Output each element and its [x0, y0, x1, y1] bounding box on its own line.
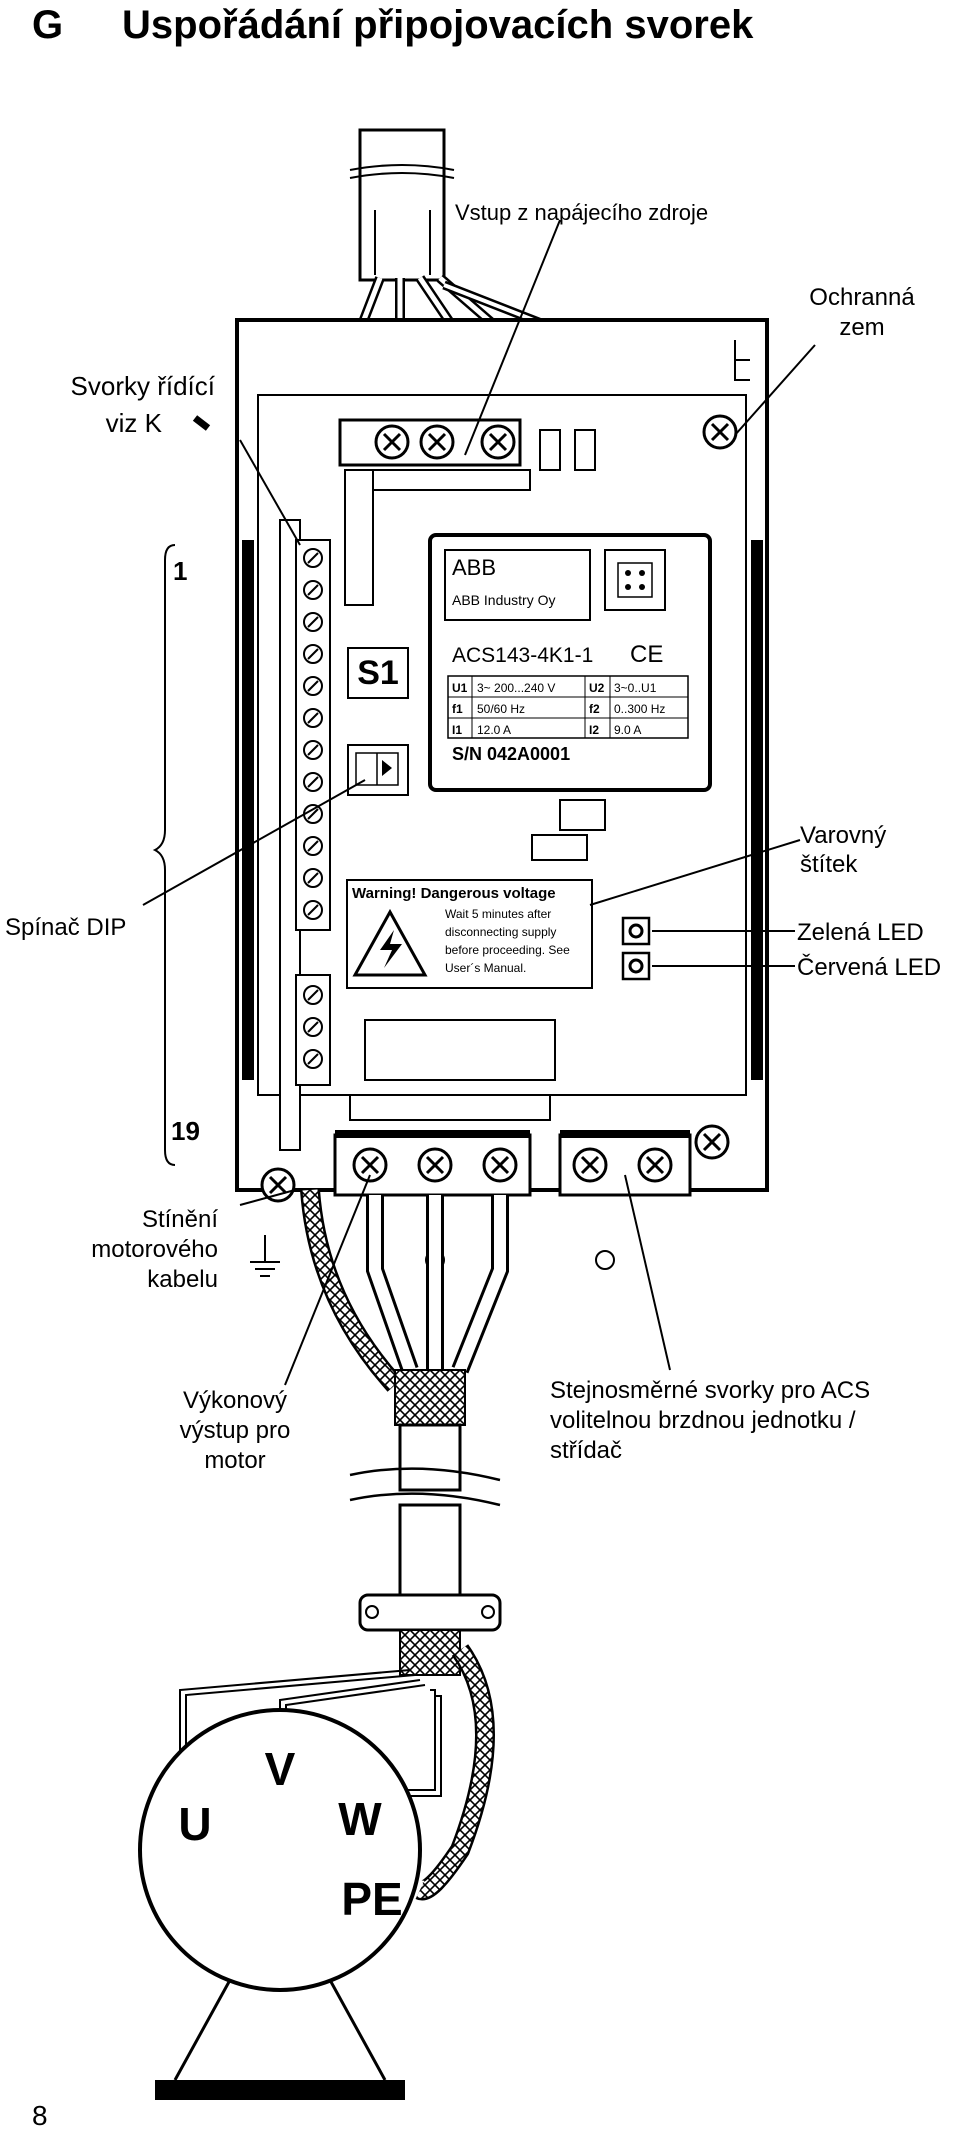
dip-switch-label: Spínač DIP	[5, 914, 126, 941]
motor-shield-label: Stínění	[142, 1206, 218, 1233]
svg-text:f2: f2	[589, 702, 600, 716]
svg-text:9.0 A: 9.0 A	[614, 723, 641, 737]
svg-text:U2: U2	[589, 681, 605, 695]
svg-text:f1: f1	[452, 702, 463, 716]
svg-text:I1: I1	[452, 723, 462, 737]
section-letter: G	[32, 3, 63, 47]
earth-screw-bottom-left	[260, 1167, 296, 1203]
svg-text:50/60 Hz: 50/60 Hz	[477, 702, 525, 716]
supply-terminal-block	[338, 418, 596, 491]
protective-earth-label: zem	[839, 314, 884, 341]
warning-plate: Warning! Dangerous voltage Wait 5 minute…	[346, 879, 593, 989]
supply-input-label: Vstup z napájecího zdroje	[455, 200, 708, 225]
rating-row: U1 3~ 200...240 V U2 3~0..U1	[452, 681, 657, 695]
svg-text:I2: I2	[589, 723, 599, 737]
svg-text:3~ 200...240 V: 3~ 200...240 V	[477, 681, 555, 695]
ce-mark: CE	[630, 641, 663, 668]
model-number: ACS143-4K1-1	[452, 644, 593, 667]
terminal-first-number: 1	[173, 556, 187, 586]
warning-text-line: Wait 5 minutes after	[445, 907, 551, 921]
motor-terminal-block	[333, 1130, 532, 1197]
dip-switch-s1: S1	[347, 647, 409, 796]
dc-terminals-label: Stejnosměrné svorky pro ACS	[550, 1377, 870, 1404]
earth-screw-top	[702, 414, 738, 450]
motor-terminal-w: W	[338, 1793, 382, 1845]
control-terminals-label: viz K	[106, 408, 163, 438]
serial-number: S/N 042A0001	[452, 744, 570, 764]
motor-terminal-v: V	[265, 1743, 296, 1795]
power-output-label: motor	[204, 1447, 265, 1474]
motor-shield-label: motorového	[91, 1236, 218, 1263]
warning-text-line: User´s Manual.	[445, 961, 526, 975]
rating-plate: ABB ABB Industry Oy ACS143-4K1-1 CE U1 3…	[428, 533, 712, 792]
company-name: ABB Industry Oy	[452, 592, 555, 608]
dc-terminals-label: volitelnou brzdnou jednotku /	[550, 1407, 856, 1434]
power-output-label: výstup pro	[180, 1417, 291, 1444]
warning-text-line: disconnecting supply	[445, 925, 556, 939]
earth-screw-bottom-right	[694, 1124, 730, 1160]
page-number: 8	[32, 2100, 48, 2131]
brand-name: ABB	[452, 555, 496, 580]
motor-terminal-u: U	[178, 1798, 211, 1850]
warning-label-callout: štítek	[800, 851, 858, 878]
page-title: Uspořádání připojovacích svorek	[122, 3, 754, 47]
terminal-last-number: 19	[171, 1116, 200, 1146]
callout-leader-lines	[142, 219, 816, 1386]
dc-terminals-label: střídač	[550, 1437, 622, 1464]
green-led-indicator	[621, 916, 651, 946]
warning-title: Warning! Dangerous voltage	[352, 885, 556, 902]
warning-label-callout: Varovný	[800, 822, 886, 849]
display-window	[364, 1019, 556, 1081]
svg-text:12.0 A: 12.0 A	[477, 723, 511, 737]
relay-component	[344, 469, 374, 606]
motor-shield-label: kabelu	[147, 1266, 218, 1293]
dc-terminal-block	[558, 1130, 692, 1197]
motor: U V W PE	[138, 1708, 422, 2100]
motor-cable	[300, 1189, 509, 1901]
control-terminal-strip	[295, 539, 331, 1086]
green-led-label: Zelená LED	[797, 919, 924, 946]
warning-text-line: before proceeding. See	[445, 943, 570, 957]
rating-row: f1 50/60 Hz f2 0..300 Hz	[452, 702, 665, 716]
small-connector	[531, 799, 606, 861]
protective-earth-label: Ochranná	[809, 284, 915, 311]
rating-row: I1 12.0 A I2 9.0 A	[452, 723, 641, 737]
control-terminals-label: Svorky řídící	[71, 371, 216, 401]
svg-text:3~0..U1: 3~0..U1	[614, 681, 657, 695]
svg-text:U1: U1	[452, 681, 468, 695]
motor-terminal-pe: PE	[341, 1873, 402, 1925]
red-led-indicator	[621, 951, 651, 981]
power-output-label: Výkonový	[183, 1387, 287, 1414]
ground-symbol-icon	[250, 1235, 280, 1277]
svg-text:0..300 Hz: 0..300 Hz	[614, 702, 665, 716]
terminal-range-brace	[152, 544, 176, 1166]
red-led-label: Červená LED	[797, 953, 941, 981]
switch-label: S1	[357, 654, 399, 692]
